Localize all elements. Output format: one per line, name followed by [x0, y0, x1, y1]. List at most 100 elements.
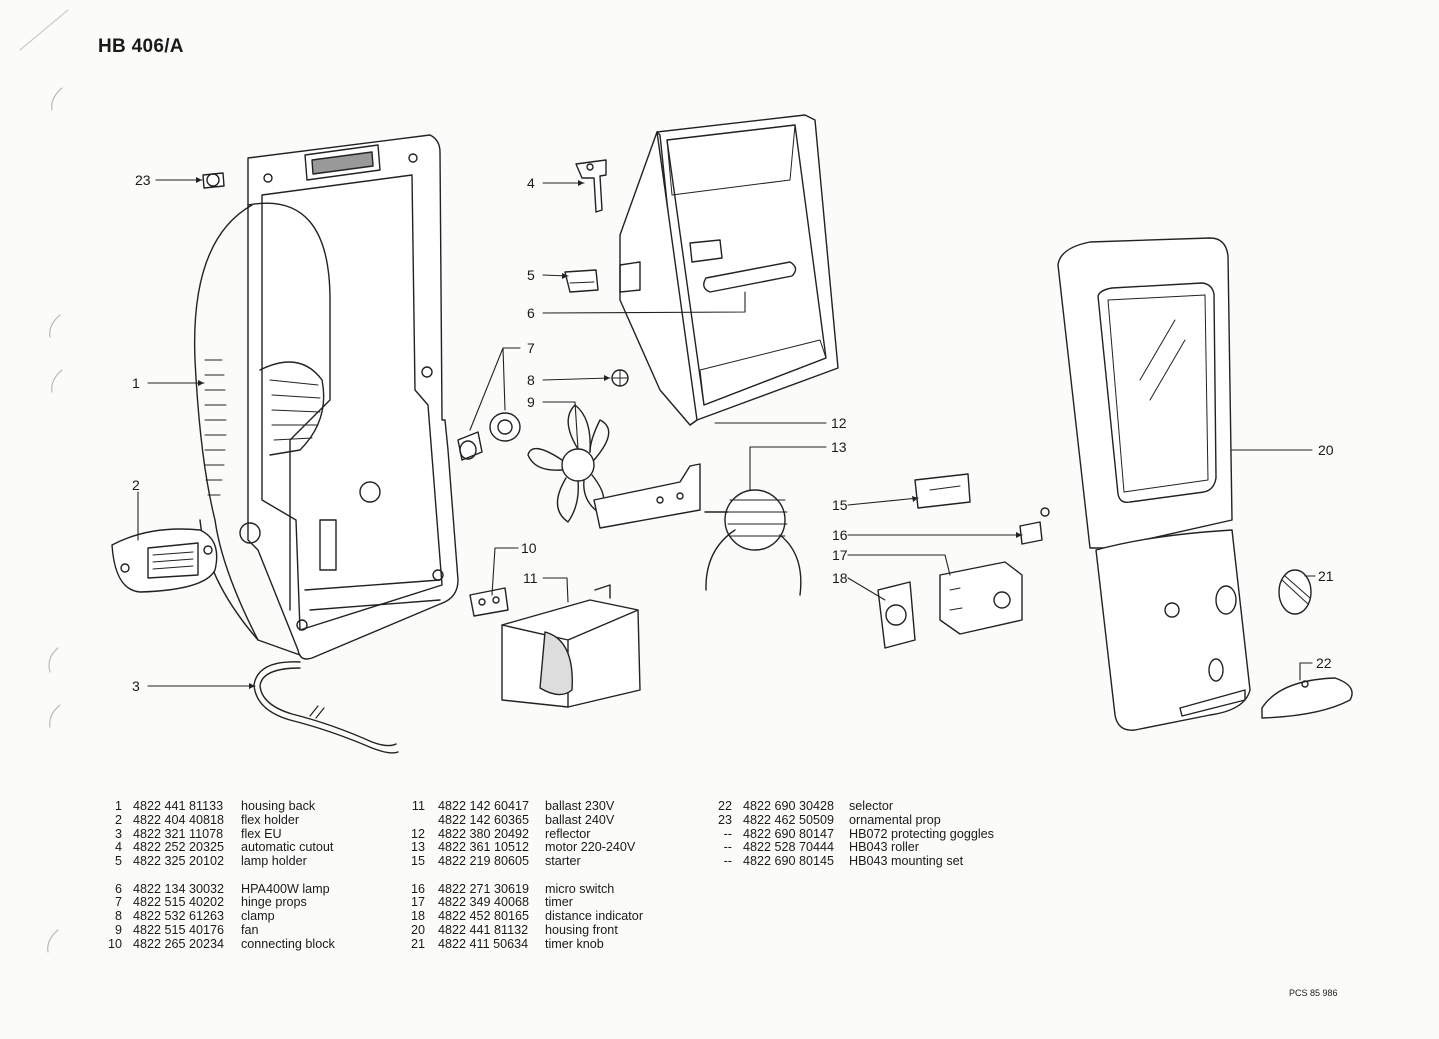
callout-6: 6 — [527, 305, 535, 321]
model-title: HB 406/A — [98, 36, 184, 57]
timer-knob-drawing — [1278, 569, 1312, 615]
parts-list-row: -- 4822 528 70444 HB043 roller — [712, 840, 1022, 855]
part-description: housing front — [545, 922, 618, 937]
motor-drawing — [704, 489, 802, 596]
callout-4: 4 — [527, 175, 535, 191]
part-code: 4822 325 20102 — [133, 854, 225, 868]
callout-9: 9 — [527, 394, 535, 410]
drawing-reference-code: PCS 85 986 — [1289, 988, 1338, 998]
part-code: 4822 252 20325 — [133, 840, 225, 855]
part-code: 4822 528 70444 — [743, 840, 835, 855]
part-position-number: 11 — [411, 799, 425, 813]
part-position-number: 22 — [717, 799, 732, 813]
part-description: connecting block — [241, 936, 335, 951]
callout-12: 12 — [831, 415, 847, 431]
part-position-number: 7 — [114, 895, 122, 910]
part-description: HB043 mounting set — [849, 854, 964, 868]
part-code: 4822 411 50634 — [438, 936, 529, 951]
parts-list-row: -- 4822 690 80145 HB043 mounting set — [712, 854, 1022, 869]
callout-3: 3 — [132, 678, 140, 694]
part-position-number: -- — [723, 826, 732, 841]
part-code: 4822 380 20492 — [438, 826, 530, 841]
clamp-drawing — [611, 369, 629, 387]
part-description: flex holder — [241, 812, 300, 827]
part-description: reflector — [545, 826, 591, 841]
part-description: timer — [545, 895, 573, 910]
part-code: 4822 134 30032 — [133, 881, 225, 896]
selector-drawing — [1261, 677, 1353, 719]
callout-11: 11 — [523, 570, 538, 586]
housing-front-drawing — [1057, 237, 1251, 731]
parts-list-row: 4822 142 60365 ballast 240V — [405, 812, 695, 828]
flex-cable-drawing — [253, 661, 399, 754]
part-description: automatic cutout — [241, 840, 334, 855]
part-position-number: 10 — [108, 936, 123, 951]
part-code: 4822 515 40176 — [133, 922, 225, 937]
leader-lines — [137, 179, 1316, 687]
part-code: 4822 532 61263 — [133, 909, 225, 923]
callout-5: 5 — [527, 267, 535, 283]
parts-list-row: 17 4822 349 40068 timer — [405, 895, 695, 910]
callout-17: 17 — [832, 547, 848, 563]
part-description: ballast 230V — [545, 799, 615, 813]
binder-hole-marks — [19, 9, 69, 953]
part-position-number: 1 — [114, 799, 122, 813]
callout-15: 15 — [832, 497, 848, 513]
callout-8: 8 — [527, 372, 535, 388]
part-code: 4822 349 40068 — [438, 895, 530, 910]
part-description: HPA400W lamp — [241, 881, 330, 896]
part-code: 4822 265 20234 — [133, 936, 225, 951]
part-position-number: 13 — [410, 840, 425, 855]
part-description: HB043 roller — [849, 840, 919, 855]
part-position-number: 17 — [410, 895, 425, 910]
callout-23: 23 — [135, 172, 151, 188]
part-description: selector — [849, 799, 894, 813]
callout-10: 10 — [521, 540, 537, 556]
part-position-number: 21 — [410, 936, 425, 951]
parts-list-spacer — [405, 869, 695, 883]
part-description: starter — [545, 854, 581, 868]
callout-22: 22 — [1316, 655, 1332, 671]
automatic-cutout-drawing — [575, 159, 607, 213]
part-code: 4822 404 40818 — [133, 812, 225, 827]
part-description: motor 220-240V — [545, 840, 636, 855]
part-position-number: 20 — [410, 922, 425, 937]
part-description: fan — [241, 922, 259, 937]
timer-drawing — [939, 561, 1023, 635]
housing-back-drawing — [193, 134, 459, 660]
part-position-number: 12 — [410, 826, 425, 841]
ballast-drawing — [501, 584, 641, 708]
part-code: 4822 321 11078 — [133, 826, 224, 841]
part-position-number: 8 — [114, 909, 122, 923]
part-code: 4822 142 60365 — [438, 812, 530, 827]
ornamental-prop-drawing — [202, 172, 225, 189]
callout-13: 13 — [831, 439, 847, 455]
part-position-number: -- — [723, 854, 732, 868]
part-code: 4822 690 80145 — [743, 854, 835, 868]
part-description: timer knob — [545, 936, 604, 951]
part-description: ornamental prop — [849, 812, 941, 827]
leader-arrowheads — [196, 177, 1022, 689]
part-position-number: 2 — [114, 812, 122, 827]
distance-indicator-drawing — [877, 581, 916, 649]
part-position-number: 16 — [410, 881, 425, 896]
part-code: 4822 361 10512 — [438, 840, 530, 855]
part-description: housing back — [241, 799, 316, 813]
part-position-number: -- — [723, 840, 732, 855]
part-position-number: 15 — [410, 854, 425, 868]
part-position-number: 6 — [114, 881, 122, 896]
parts-list-row: 13 4822 361 10512 motor 220-240V — [405, 840, 695, 855]
part-position-number: 23 — [717, 812, 732, 827]
part-description: ballast 240V — [545, 812, 615, 827]
